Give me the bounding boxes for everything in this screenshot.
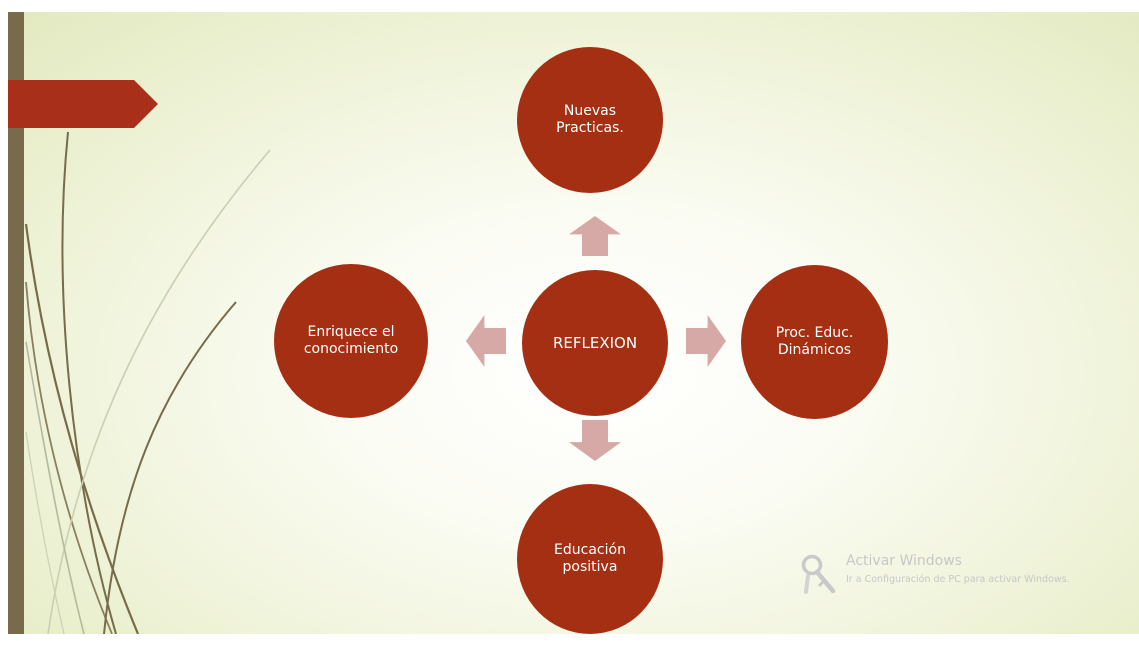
- node-reflexion-center: REFLEXION: [522, 270, 668, 416]
- left-accent-bar: [8, 12, 24, 634]
- arrow-up: [569, 216, 621, 256]
- title-flag-shape: [8, 80, 158, 128]
- watermark-title: Activar Windows: [846, 553, 962, 569]
- key-icon: [801, 554, 836, 594]
- grass-decoration: [24, 131, 271, 634]
- node-enriquece-conocimiento: Enriquece el conocimiento: [274, 264, 428, 418]
- node-label-line: conocimiento: [303, 341, 399, 357]
- node-label-line: Proc. Educ.: [775, 325, 854, 341]
- node-label-line: Nuevas: [563, 103, 617, 119]
- slide: Nuevas Practicas. Enriquece el conocimie…: [8, 12, 1139, 634]
- watermark-subtitle: Ir a Configuración de PC para activar Wi…: [846, 574, 1070, 585]
- arrow-right: [686, 315, 726, 367]
- node-label-line: positiva: [562, 559, 618, 575]
- node-educacion-positiva: Educación positiva: [517, 484, 663, 634]
- node-label-line: Enriquece el: [307, 324, 395, 340]
- node-nuevas-practicas: Nuevas Practicas.: [517, 47, 663, 193]
- activation-watermark: Activar Windows Ir a Configuración de PC…: [800, 552, 1130, 596]
- node-proc-educ-dinamicos: Proc. Educ. Dinámicos: [741, 265, 888, 419]
- node-label-line: Practicas.: [556, 120, 624, 136]
- arrow-left: [466, 315, 506, 367]
- center-label: REFLEXION: [552, 333, 638, 352]
- node-label-line: Educación: [554, 542, 626, 558]
- arrow-down: [569, 420, 621, 461]
- node-label-line: Dinámicos: [777, 342, 852, 358]
